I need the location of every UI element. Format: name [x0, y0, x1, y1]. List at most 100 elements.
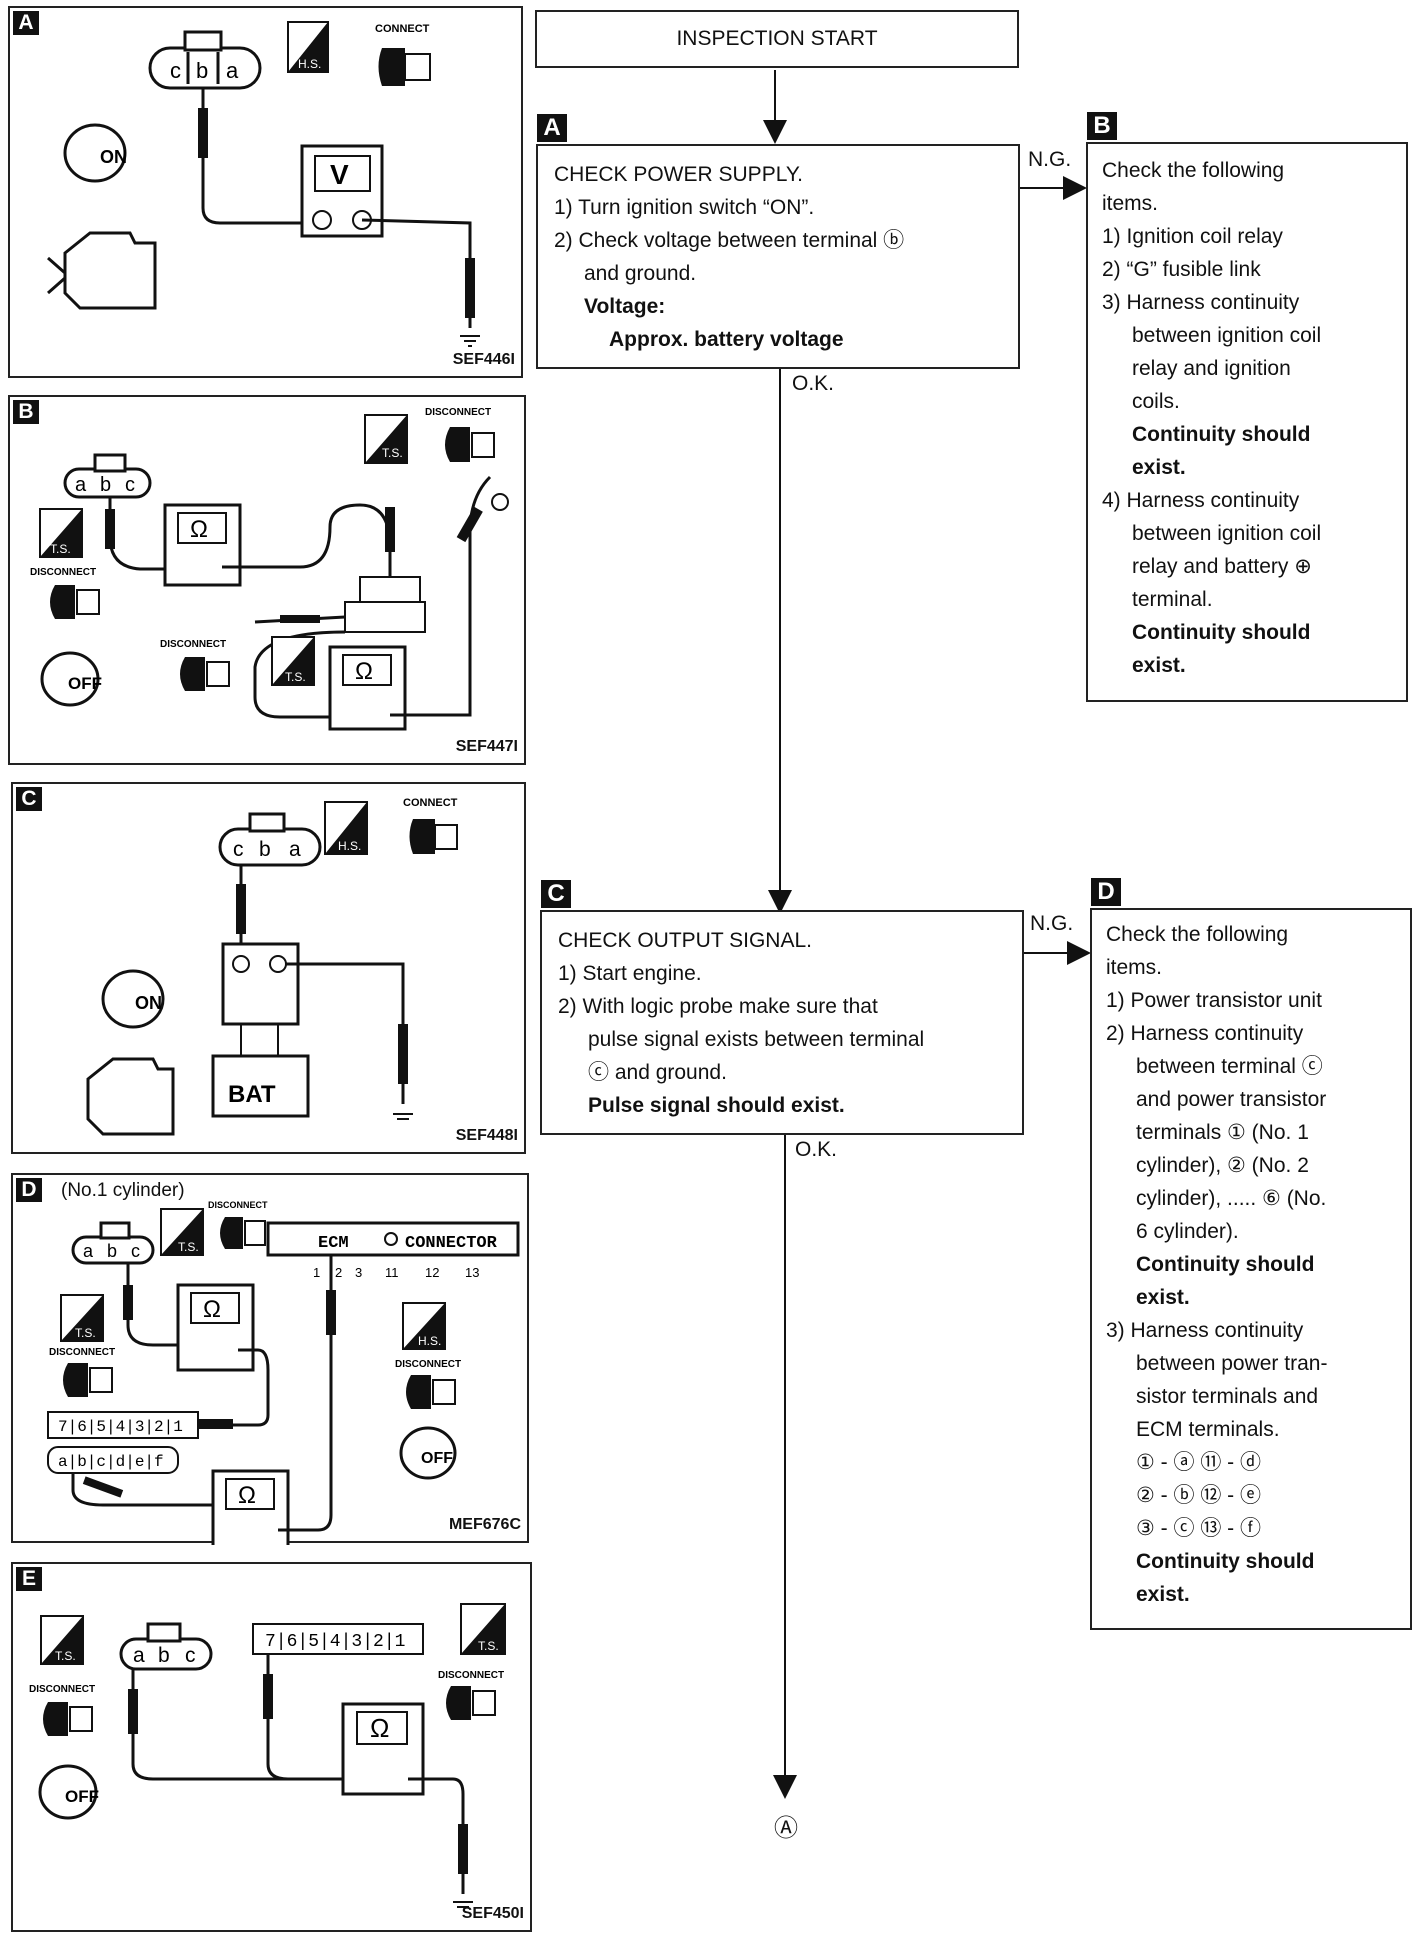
- key-off-text-b: OFF: [68, 674, 102, 693]
- ohmmeter-b1-omega: Ω: [190, 516, 208, 543]
- ecm-pin-11: 11: [385, 1265, 399, 1280]
- panel-d-term-c: c: [131, 1241, 140, 1261]
- box-d-line-14: between power tran-: [1136, 1352, 1328, 1375]
- panel-d-term-a: a: [83, 1241, 94, 1261]
- key-off-text-d: OFF: [421, 1450, 453, 1467]
- box-b-line-16: exist.: [1132, 654, 1186, 677]
- ecm-pin-2: 2: [335, 1265, 342, 1280]
- battery-bat: BAT: [228, 1081, 276, 1108]
- transistor-pins: 7|6|5|4|3|2|1: [58, 1418, 183, 1436]
- box-d-line-15: sistor terminals and: [1136, 1385, 1319, 1408]
- hs-label: H.S.: [298, 57, 321, 71]
- box-b-line-4: 2) “G” fusible link: [1102, 258, 1261, 281]
- panel-c-drawing: c b a BAT H.S. CONNECT ON: [86, 797, 458, 1136]
- box-d-line-10: 6 cylinder).: [1136, 1220, 1239, 1243]
- box-a-line-3: 2) Check voltage between terminal ⓑ: [554, 229, 905, 252]
- ecm-label: ECM: [318, 1234, 349, 1253]
- panel-e-term-a: a: [133, 1644, 145, 1667]
- ts-label-b2: T.S.: [50, 542, 71, 556]
- panel-b-label: B: [13, 400, 39, 424]
- flow-box-d: Check the following items. 1) Power tran…: [1090, 908, 1412, 1630]
- voltmeter-v: V: [330, 159, 349, 190]
- diagram-panel-d: D (No.1 cylinder) a b c ECM CONNECTOR 1 …: [11, 1173, 529, 1545]
- box-b-line-12: between ignition coil: [1132, 522, 1322, 545]
- box-d-line-8: cylinder), ② (No. 2: [1136, 1154, 1309, 1177]
- box-c-line-4: pulse signal exists between terminal: [588, 1028, 925, 1051]
- ng-label-c: N.G.: [1030, 912, 1074, 935]
- panel-e-drawing: a b c 7|6|5|4|3|2|1 Ω T.S. T.S. DISCONNE…: [29, 1603, 506, 1908]
- hs-label-d: H.S.: [418, 1334, 441, 1348]
- box-d-line-3: 1) Power transistor unit: [1106, 989, 1322, 1012]
- panel-b-term-a: a: [75, 474, 87, 496]
- box-d-line-4: 2) Harness continuity: [1106, 1022, 1304, 1045]
- panel-b-term-c: c: [125, 474, 135, 496]
- panel-d-label: D: [16, 1178, 42, 1202]
- ts-label-b1: T.S.: [382, 446, 403, 460]
- box-b-line-5: 3) Harness continuity: [1102, 291, 1300, 314]
- panel-e-term-c: c: [185, 1644, 196, 1667]
- panel-c-term-b: b: [259, 838, 271, 861]
- connect-label: CONNECT: [375, 23, 430, 35]
- box-b-line-8: coils.: [1132, 390, 1180, 413]
- flow-tag-d: D: [1091, 878, 1121, 906]
- panel-e-transistor-pins: 7|6|5|4|3|2|1: [265, 1632, 405, 1652]
- key-on-text: ON: [100, 147, 127, 167]
- box-d-line-13: 3) Harness continuity: [1106, 1319, 1304, 1342]
- panel-b-code: SEF447I: [455, 738, 518, 755]
- box-c-line-5: ⓒ and ground.: [588, 1061, 727, 1084]
- ts-label-e2: T.S.: [478, 1639, 499, 1653]
- panel-a-drawing: c b a V H.S. CONNECT ON: [47, 21, 480, 347]
- panel-e-code: SEF450I: [461, 1905, 524, 1922]
- key-on-text-c: ON: [135, 993, 162, 1013]
- panel-a-term-b: b: [196, 58, 208, 83]
- disconnect-label-b2: DISCONNECT: [30, 567, 96, 578]
- panel-a-label: A: [13, 11, 39, 35]
- box-b-line-6: between ignition coil: [1132, 324, 1322, 347]
- ecm-pin-3: 3: [355, 1265, 362, 1280]
- connector-label: CONNECTOR: [405, 1234, 498, 1253]
- ts-label-d2: T.S.: [75, 1326, 96, 1340]
- box-c-line-3: 2) With logic probe make sure that: [558, 995, 878, 1018]
- box-d-line-2: items.: [1106, 956, 1163, 979]
- disconnect-label-b1: DISCONNECT: [425, 407, 491, 418]
- panel-e-term-b: b: [158, 1644, 170, 1667]
- flow-box-c: CHECK OUTPUT SIGNAL. 1) Start engine. 2)…: [540, 910, 1024, 1135]
- hs-label-c: H.S.: [338, 839, 361, 853]
- diagram-panel-a: A c b a V H.S. CONNECT ON: [8, 6, 523, 378]
- ohmmeter-d1-omega: Ω: [203, 1296, 221, 1323]
- box-b-line-15: Continuity should: [1132, 621, 1311, 644]
- ohmmeter-b2-omega: Ω: [355, 658, 373, 685]
- ng-label-a: N.G.: [1028, 148, 1072, 171]
- inspection-start-text: INSPECTION START: [676, 27, 878, 50]
- box-d-line-5: between terminal ⓒ: [1136, 1055, 1323, 1078]
- box-d-line-18: ② - ⓑ ⑫ - ⓔ: [1136, 1484, 1261, 1507]
- panel-a-term-a: a: [226, 58, 239, 83]
- box-a-bold-1: Voltage:: [584, 295, 666, 318]
- box-d-line-16: ECM terminals.: [1136, 1418, 1280, 1441]
- box-d-line-1: Check the following: [1106, 923, 1289, 946]
- panel-d-code: MEF676C: [448, 1516, 521, 1533]
- flow-box-a: CHECK POWER SUPPLY. 1) Turn ignition swi…: [536, 144, 1020, 369]
- flow-tag-a: A: [537, 114, 567, 142]
- box-b-line-1: Check the following: [1102, 159, 1285, 182]
- ecm-side-pins: a|b|c|d|e|f: [58, 1453, 164, 1471]
- panel-d-title: (No.1 cylinder): [61, 1180, 185, 1201]
- diagram-panel-c: C c b a BAT H.S. CONNECT ON SEF448I: [11, 782, 526, 1154]
- box-d-line-11: Continuity should: [1136, 1253, 1315, 1276]
- box-d-line-17: ① - ⓐ ⑪ - ⓓ: [1136, 1451, 1261, 1474]
- disconnect-label-e2: DISCONNECT: [438, 1670, 504, 1681]
- flow-tag-b: B: [1087, 112, 1117, 140]
- panel-c-term-c: c: [233, 838, 244, 861]
- ecm-pin-12: 12: [425, 1265, 439, 1280]
- ts-label-d1: T.S.: [178, 1240, 199, 1254]
- ts-label-e1: T.S.: [55, 1649, 76, 1663]
- disconnect-label-d2: DISCONNECT: [49, 1347, 115, 1358]
- inspection-start-box: INSPECTION START: [535, 10, 1019, 68]
- box-c-bold: Pulse signal should exist.: [588, 1094, 845, 1117]
- box-d-line-12: exist.: [1136, 1286, 1190, 1309]
- continue-marker-a: Ⓐ: [774, 1815, 798, 1842]
- ecm-pin-13: 13: [465, 1265, 479, 1280]
- box-c-line-2: 1) Start engine.: [558, 962, 702, 985]
- panel-b-term-b: b: [100, 474, 111, 496]
- key-off-text-e: OFF: [65, 1787, 99, 1806]
